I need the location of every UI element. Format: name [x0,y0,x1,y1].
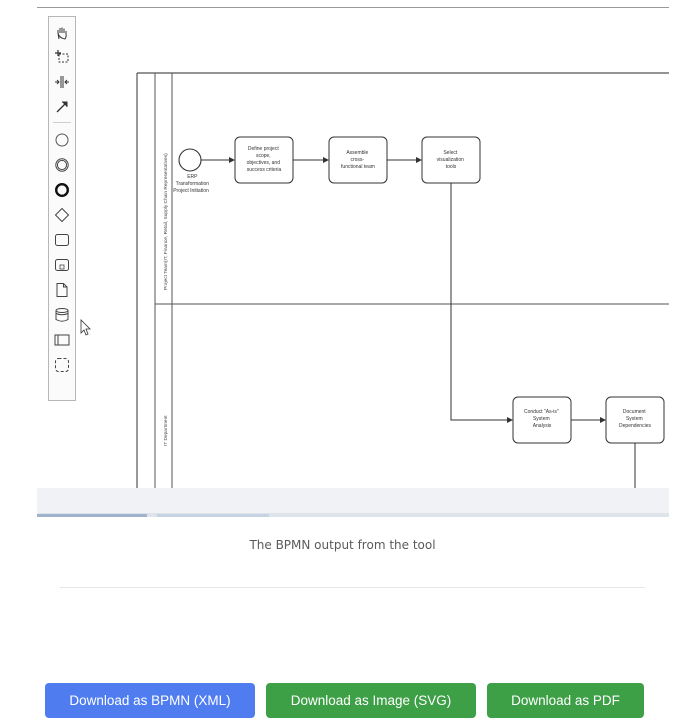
task-assemble-team-label: Assemble cross- functional team [341,150,375,170]
data-object-icon[interactable] [49,280,75,300]
task-define-scope-label: Define project scope, objectives, and su… [247,146,282,173]
download-svg-button[interactable]: Download as Image (SVG) [266,683,476,718]
scrollbar-thumb-secondary[interactable] [157,514,269,517]
space-tool-icon[interactable] [49,72,75,92]
download-bpmn-xml-button[interactable]: Download as BPMN (XML) [45,683,255,718]
task-document-dependencies-label: Document System Dependencies [619,409,651,429]
start-event-label: ERP Transformation Project Initiation [173,174,210,194]
group-icon[interactable] [49,355,75,375]
task-conduct-analysis-label: Conduct "As-is" System Analysis [524,409,560,429]
scrollbar-thumb[interactable] [37,514,147,517]
intermediate-event-icon[interactable] [49,155,75,175]
task-select-tools-label: Select visualization tools [437,150,466,170]
download-pdf-button[interactable]: Download as PDF [487,683,644,718]
gateway-icon[interactable] [49,205,75,225]
canvas-bottom-band [37,488,669,517]
lasso-tool-icon[interactable] [49,47,75,67]
canvas-top-border [37,7,669,8]
lane-label-project-team: Project Team(IT, Finance, Retail, Supply… [163,153,169,290]
connect-tool-icon[interactable] [49,97,75,117]
divider [60,587,645,588]
tool-palette [48,16,76,401]
bpmn-canvas[interactable]: Project Team(IT, Finance, Retail, Supply… [37,0,669,517]
task-icon[interactable] [49,230,75,250]
data-store-icon[interactable] [49,305,75,325]
start-event-icon[interactable] [49,130,75,150]
bpmn-diagram: Project Team(IT, Finance, Retail, Supply… [80,72,669,488]
sequence-flows [201,159,636,488]
lane-label-it-department: IT Department [163,415,169,446]
figure-caption: The BPMN output from the tool [249,538,436,552]
end-event-icon[interactable] [49,180,75,200]
cursor-icon [80,319,91,336]
hand-tool-icon[interactable] [49,23,75,43]
pool-icon[interactable] [49,330,75,350]
subprocess-icon[interactable] [49,255,75,275]
horizontal-scrollbar[interactable] [37,513,669,517]
flow-arrowheads [229,157,606,423]
start-event[interactable] [178,148,202,172]
